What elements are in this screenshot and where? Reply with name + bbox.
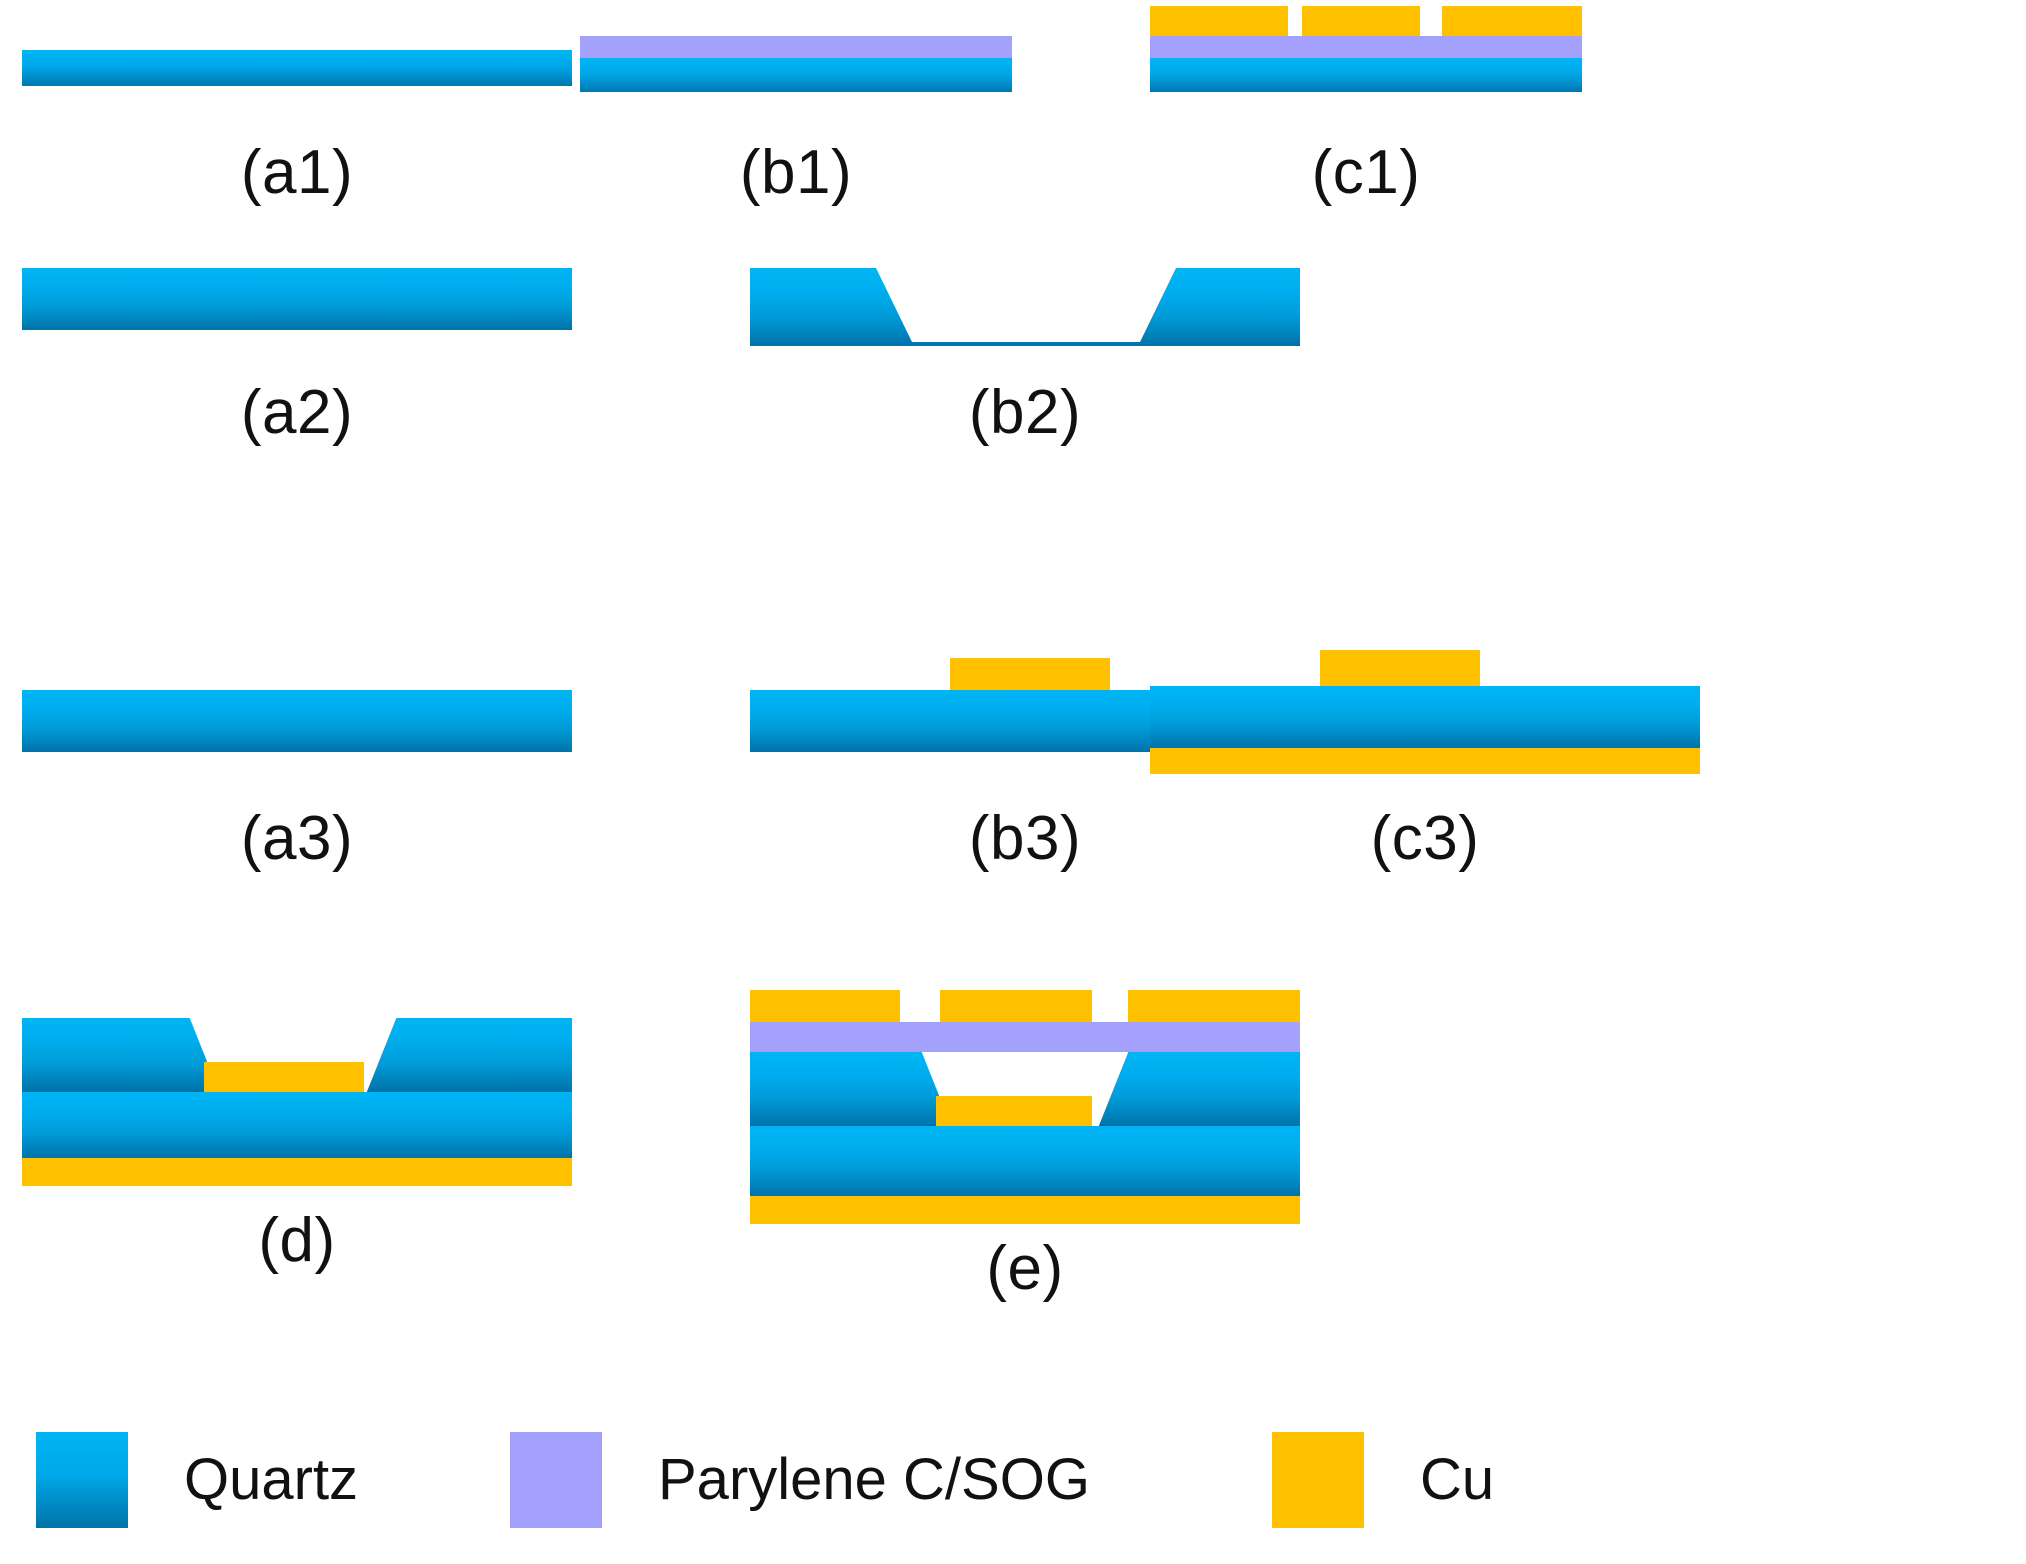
copper-pad-in-cavity (936, 1096, 1092, 1126)
legend-swatch-parylene (510, 1432, 602, 1528)
panel-d-caption: (d) (258, 1206, 336, 1275)
panel-c3-stack (1150, 650, 1700, 774)
panel-c3: (c3) (1120, 640, 2026, 870)
legend-label-parylene: Parylene C/SOG (658, 1447, 1090, 1512)
panel-a2-stack (22, 268, 572, 330)
copper-backplane (1150, 748, 1700, 774)
copper-pad-in-cavity (204, 1062, 364, 1092)
panel-a2-caption: (a2) (240, 378, 354, 447)
panel-a3: (a3) (0, 640, 620, 870)
copper-pad (1320, 650, 1480, 686)
legend-swatch-copper (1272, 1432, 1364, 1528)
quartz-substrate (1150, 686, 1700, 748)
panel-a3-caption: (a3) (240, 804, 354, 873)
copper-segment (1442, 6, 1582, 36)
legend-item-copper: Cu (1272, 1432, 1494, 1528)
copper-backplane (750, 1196, 1300, 1224)
panel-c1-caption: (c1) (1311, 138, 1421, 207)
panel-a2: (a2) (0, 260, 620, 460)
quartz-substrate (22, 268, 572, 330)
panel-b2-stack (750, 268, 1300, 346)
panel-b1-caption: (b1) (739, 138, 853, 207)
panel-b3-caption: (b3) (968, 804, 1082, 873)
copper-segment (1128, 990, 1300, 1022)
panel-a1-stack (22, 50, 572, 86)
etched-cavity (876, 268, 1176, 342)
quartz-substrate (750, 1126, 1300, 1196)
panel-e-stack (750, 990, 1300, 1226)
quartz-substrate (22, 690, 572, 752)
parylene-layer (580, 36, 1012, 58)
parylene-layer (750, 1022, 1300, 1052)
copper-segment (1302, 6, 1420, 36)
panel-e-caption: (e) (986, 1234, 1064, 1303)
panel-a1-caption: (a1) (240, 138, 354, 207)
copper-segment (940, 990, 1092, 1022)
panel-a1: (a1) (0, 0, 620, 204)
parylene-layer (1150, 36, 1582, 58)
quartz-substrate (22, 50, 572, 86)
panel-a3-stack (22, 690, 572, 752)
legend-label-quartz: Quartz (184, 1447, 359, 1512)
panel-b1: (b1) (560, 0, 1180, 204)
panel-b3: (b3) (560, 640, 1300, 870)
quartz-substrate (580, 58, 1012, 92)
quartz-substrate (22, 1092, 572, 1158)
legend-label-copper: Cu (1420, 1447, 1495, 1512)
quartz-substrate (1150, 58, 1582, 92)
copper-segment (750, 990, 900, 1022)
panel-d-stack (22, 1018, 572, 1198)
panel-e: (e) (560, 990, 1300, 1300)
copper-pad (950, 658, 1110, 690)
legend-swatch-quartz (36, 1432, 128, 1528)
panel-c3-caption: (c3) (1370, 804, 1480, 873)
legend-item-parylene: Parylene C/SOG (510, 1432, 1090, 1528)
panel-d: (d) (0, 1010, 620, 1272)
panel-c1-stack (1150, 6, 1582, 92)
panel-b2: (b2) (560, 260, 1300, 460)
copper-segment (1150, 6, 1288, 36)
panel-c1: (c1) (1120, 0, 2026, 204)
panel-b1-stack (580, 36, 1012, 92)
panel-b2-caption: (b2) (968, 378, 1082, 447)
legend: Quartz Parylene C/SOG Cu (0, 1398, 2026, 1564)
copper-backplane (22, 1158, 572, 1186)
legend-item-quartz: Quartz (36, 1432, 358, 1528)
